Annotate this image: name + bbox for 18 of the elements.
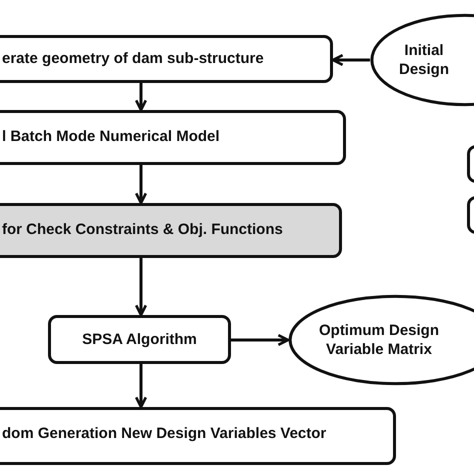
arrow: [134, 165, 148, 204]
node-text: erate geometry of dam sub-structure: [2, 49, 264, 69]
process-box: [0, 407, 396, 465]
arrow: [134, 364, 148, 408]
arrow: [134, 83, 148, 112]
process-box: [48, 315, 231, 364]
node-text: Initial Design: [398, 40, 450, 80]
node-text: dom Generation New Design Variables Vector: [2, 424, 326, 444]
node-text: SPSA Algorithm: [82, 330, 197, 350]
arrow: [134, 258, 148, 316]
arrow: [231, 334, 290, 346]
arrow: [332, 54, 370, 66]
node-text: Optimum Design Variable Matrix: [318, 320, 440, 360]
process-box: [0, 203, 342, 258]
process-box: [0, 35, 333, 83]
node-text: l Batch Mode Numerical Model: [2, 127, 220, 146]
process-box: [0, 110, 346, 165]
node-text: for Check Constraints & Obj. Functions: [2, 220, 283, 240]
